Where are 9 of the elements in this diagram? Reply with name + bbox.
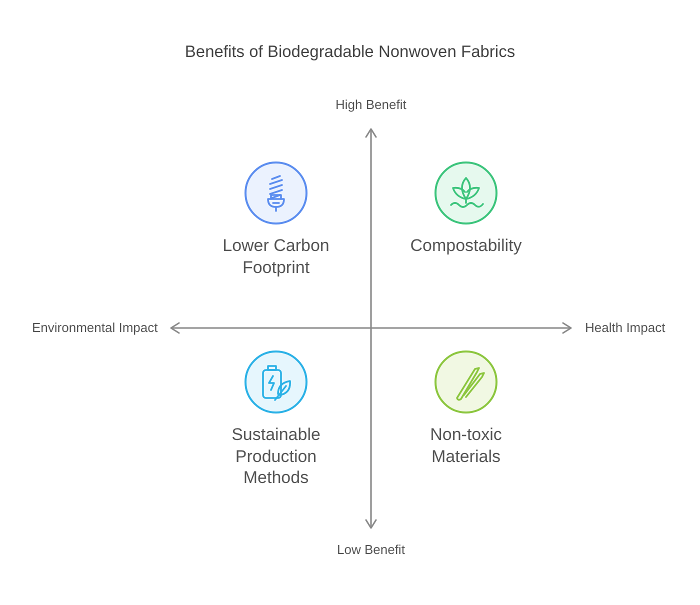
benefit-label: Sustainable Production Methods — [230, 424, 322, 488]
axis-label: High Benefit — [336, 97, 406, 113]
diagram-title: Benefits of Biodegradable Nonwoven Fabrics — [184, 43, 516, 62]
benefit-label: Compostability — [410, 235, 522, 256]
benefit-label: Lower Carbon Footprint — [222, 235, 330, 278]
benefit-label: Non-toxic Materials — [429, 424, 503, 467]
axis-label: Health Impact — [585, 320, 666, 336]
axis-label: Environmental Impact — [32, 320, 158, 336]
axis-label: Low Benefit — [337, 542, 405, 558]
